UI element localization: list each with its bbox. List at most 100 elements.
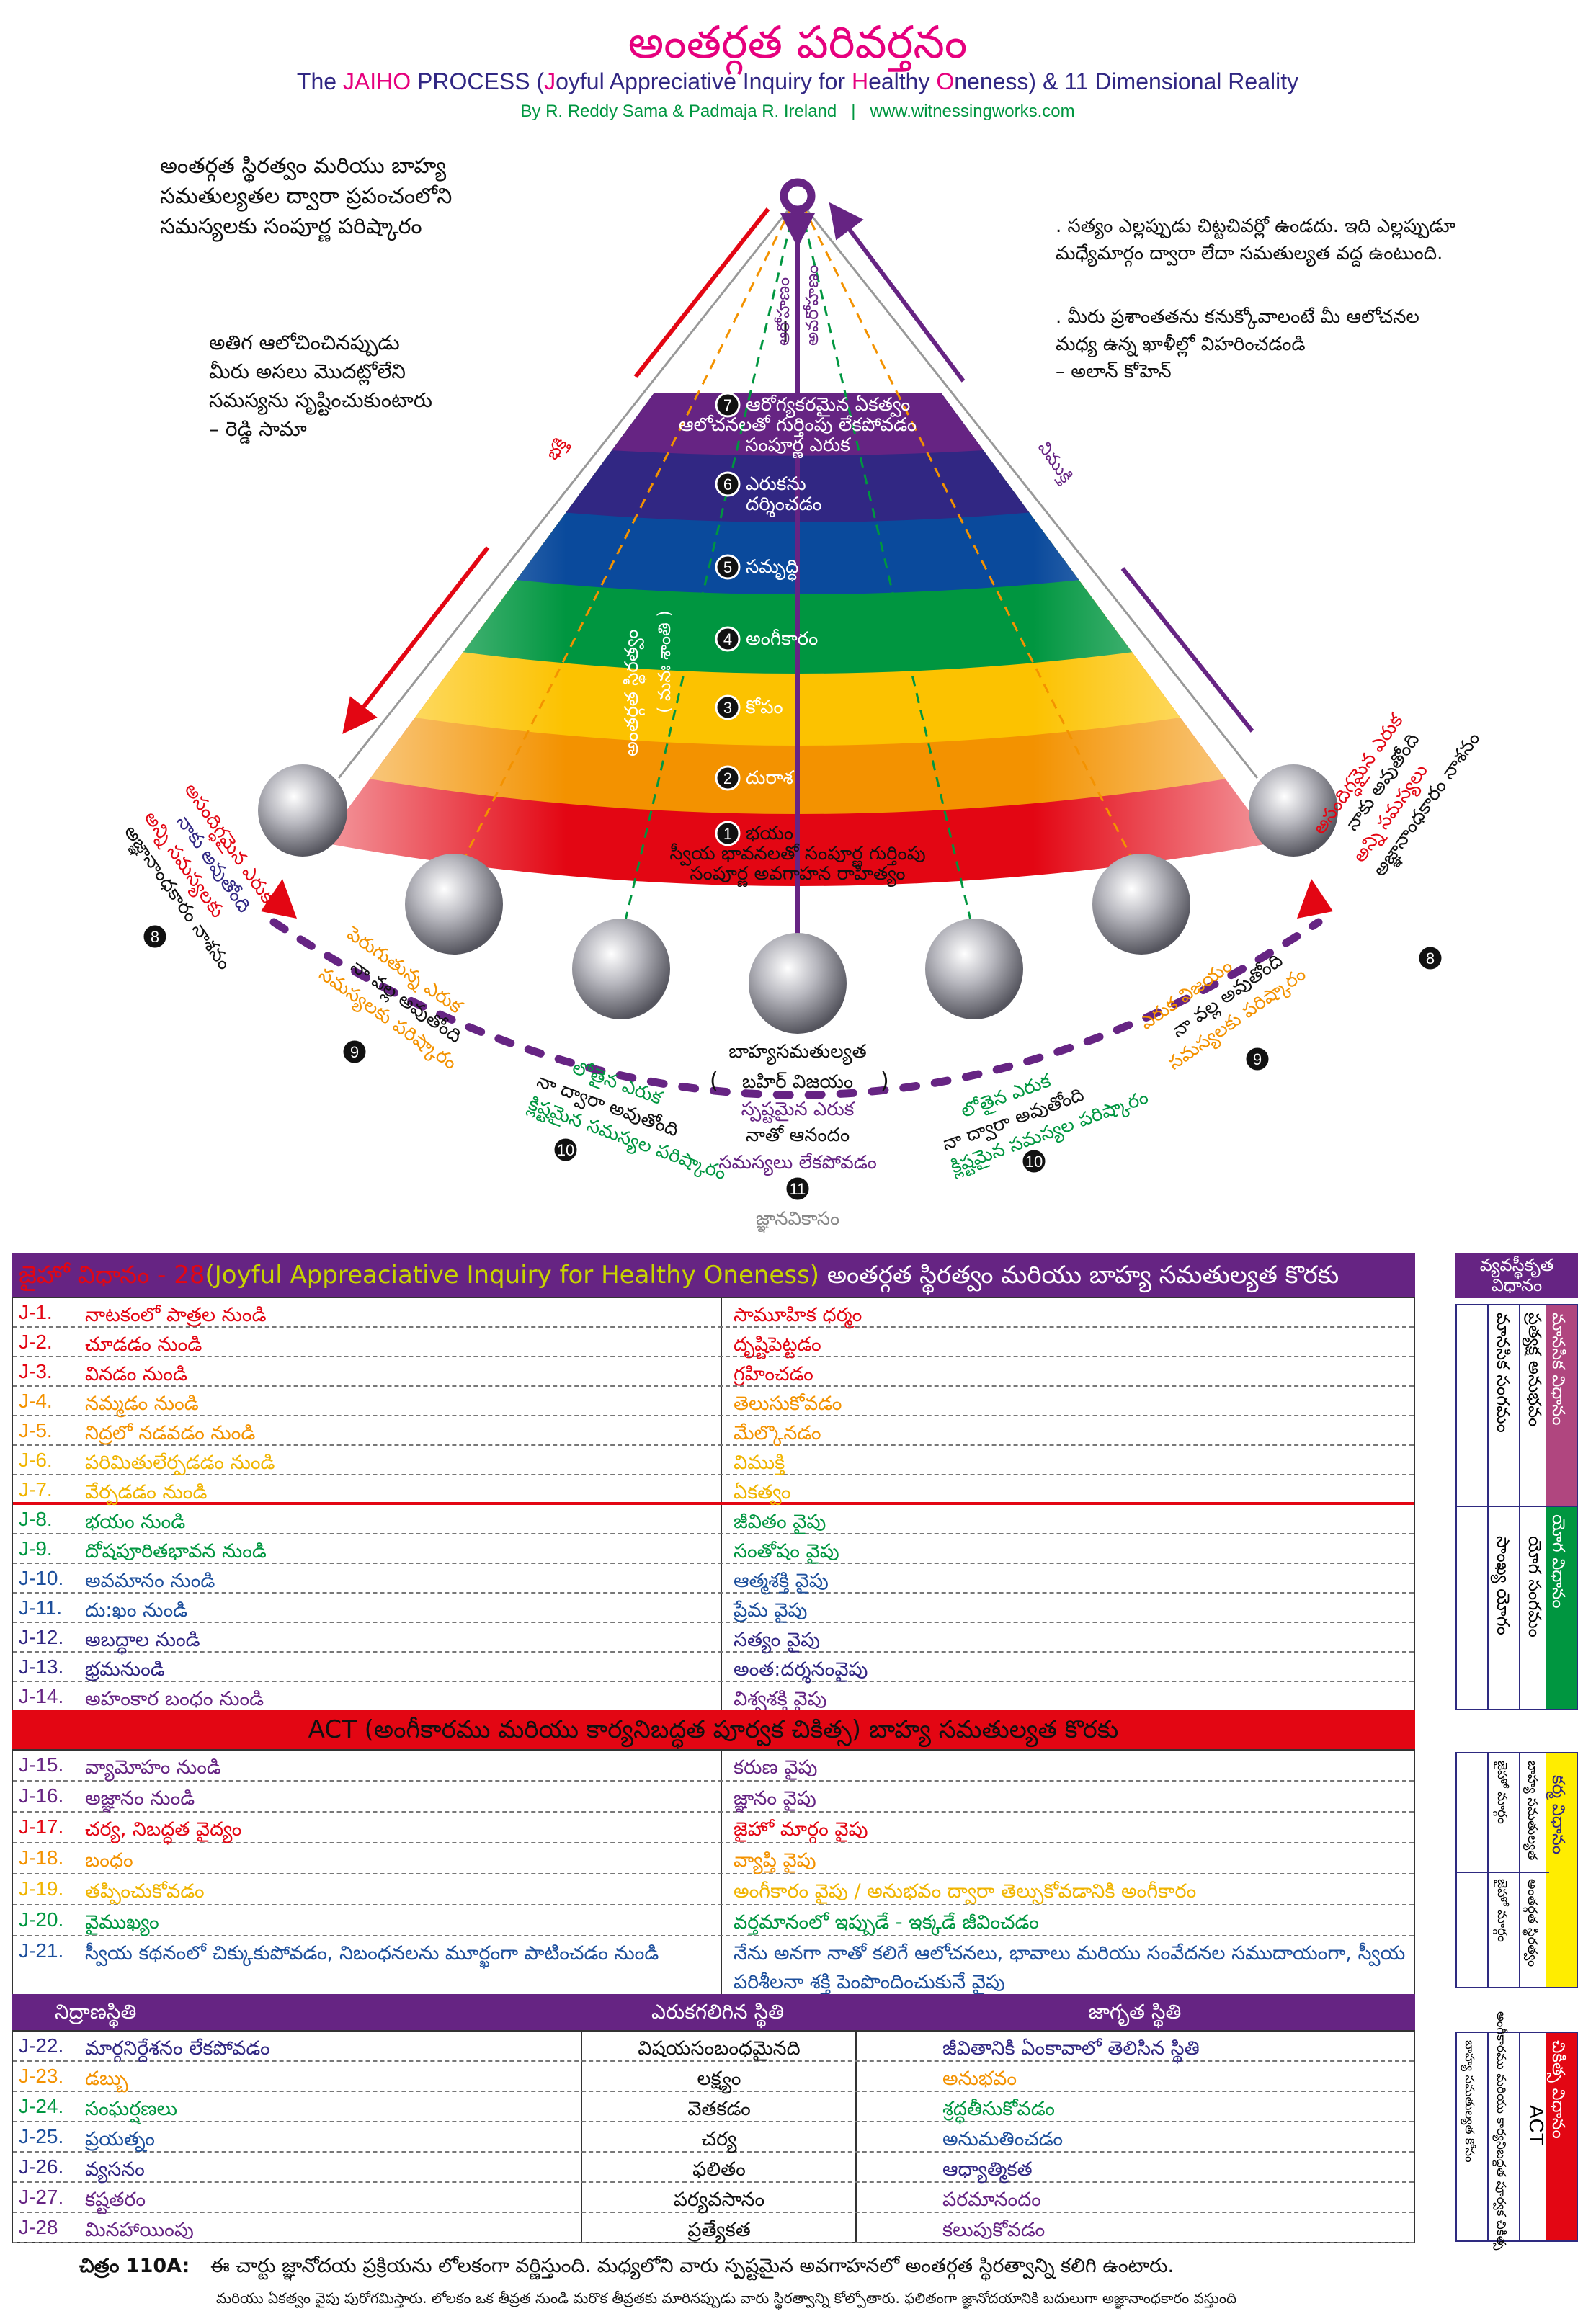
table-row: J-3.వినడం నుండిగ్రహించడం xyxy=(13,1357,1414,1387)
row-from: వినడం నుండి xyxy=(85,1363,187,1385)
row-from: భ్రమనుండి xyxy=(85,1658,165,1681)
row-code: J-1. xyxy=(19,1301,53,1323)
subtitle-jaiho: JAIHO xyxy=(343,68,411,94)
number-badge xyxy=(715,392,741,418)
row-to: సామూహిక ధర్మం xyxy=(734,1304,862,1326)
subtitle-joyful: oyful Appreciative Inquiry for xyxy=(556,68,852,94)
number-badge xyxy=(715,471,741,497)
row-aware: వెతకడం xyxy=(687,2098,751,2120)
table-row: J-1. నాటకంలో పాత్రల నుండి సామూహిక ధర్మం xyxy=(13,1298,1414,1328)
number-badge xyxy=(715,554,741,580)
number-badge-label: 9 xyxy=(1253,1050,1262,1068)
row-aware: పర్యవసానం xyxy=(673,2189,765,2211)
number-badge-label: 9 xyxy=(350,1043,359,1061)
row-to: తెలుసుకోవడం xyxy=(734,1393,842,1415)
number-badge xyxy=(552,1136,579,1163)
side-label: మానసిక సంగమం xyxy=(1493,1313,1513,1433)
website-link[interactable]: www.witnessingworks.com xyxy=(870,102,1075,121)
row-aware: ప్రత్యేకత xyxy=(687,2219,751,2241)
row-awake: ఆధ్యాత్మికత xyxy=(942,2158,1033,2181)
row-code: J-9. xyxy=(19,1537,53,1560)
row-from: అవమానం నుండి xyxy=(85,1570,215,1592)
quote-line: సమస్యను సృష్టించుకుంటారు xyxy=(209,388,432,416)
subtitle-h: H xyxy=(852,68,868,94)
row-aware: ఫలితం xyxy=(692,2158,746,2181)
row-code: J-23. xyxy=(19,2065,64,2087)
row-to: ఆత్మశక్తి వైపు xyxy=(734,1570,829,1592)
table-row: J-4.నమ్మడం నుండితెలుసుకోవడం xyxy=(13,1387,1414,1416)
table-row: J-6.పరిమితులేర్పడడం నుండివిముక్తి xyxy=(13,1446,1414,1475)
row-to: సంతోషం వైపు xyxy=(734,1540,839,1563)
caption-label: చిత్రం 110A: xyxy=(79,2255,190,2277)
byline: By R. Reddy Sama & Padmaja R. Ireland|ww… xyxy=(520,102,1074,121)
row-code: J-14. xyxy=(19,1685,64,1707)
row-code: J-17. xyxy=(19,1815,64,1838)
row-from: అజ్ఞానం నుండి xyxy=(85,1787,195,1810)
row-code: J-8. xyxy=(19,1508,53,1530)
row-from: వ్యామోహం నుండి xyxy=(85,1756,221,1779)
ball xyxy=(749,933,847,1034)
row-from: స్వీయ కథనంలో చిక్కుకుపోవడం, నిబంధనలను మూ… xyxy=(85,1942,659,1965)
row-code: J-4. xyxy=(19,1390,53,1412)
header-english: (Joyful Appreaciative Inquiry for Health… xyxy=(205,1261,820,1290)
number-badge xyxy=(1020,1148,1048,1175)
row-from: నాటకంలో పాత్రల నుండి xyxy=(85,1304,267,1326)
number-badge-label: 1 xyxy=(723,825,732,843)
row-to: ఏకత్వం xyxy=(734,1481,791,1503)
side-label: అంతర్గత స్థిరత్వం xyxy=(1525,1879,1540,1967)
row-to: జీవితం వైపు xyxy=(734,1511,826,1533)
row-code: J-19. xyxy=(19,1877,64,1900)
ball xyxy=(405,854,503,955)
side-title-mental: మానసిక విధానం xyxy=(1548,1313,1569,1426)
row-code: J-28 xyxy=(19,2216,58,2238)
level-7-text: ఆరోగ్యకరమైన ఏకత్వం xyxy=(746,394,910,419)
row-code: J-10. xyxy=(19,1567,64,1589)
purple-arrow-upper xyxy=(829,202,966,383)
subtitle: The JAIHO PROCESS (Joyful Appreciative I… xyxy=(297,68,1298,94)
purple-line-lower xyxy=(1120,567,1254,733)
apex-right-label: అవరోహణం xyxy=(802,265,822,346)
quote-line: అంతర్గత స్థిరత్వం మరియు బాహ్య xyxy=(160,153,446,184)
subtitle-j: J xyxy=(544,68,556,94)
act-table: J-15.వ్యామోహం నుండికరుణ వైపుJ-16.అజ్ఞానం… xyxy=(12,1749,1415,1997)
quote-line: సమస్యలకు సంపూర్ణ పరిష్కారం xyxy=(160,214,422,242)
row-aware: లక్ష్యం xyxy=(697,2068,741,2090)
row-from: బంధం xyxy=(85,1849,133,1872)
row-code: J-15. xyxy=(19,1753,64,1776)
row-from: వేర్పడడం నుండి xyxy=(85,1481,208,1503)
table-row: J-12.అబద్ధాల నుండిసత్యం వైపు xyxy=(13,1623,1414,1653)
row-code: J-6. xyxy=(19,1449,53,1471)
quote-mid-left: అతిగ ఆలోచించినప్పుడు మీరు అసలు మొదట్లోలే… xyxy=(209,331,432,444)
table-row: J-10. అవమానం నుండి ఆత్మశక్తి వైపు xyxy=(13,1564,1414,1594)
table-row: J-7.వేర్పడడం నుండిఏకత్వం xyxy=(13,1475,1414,1505)
number-badge-label: 4 xyxy=(723,630,732,648)
row-from: దు:ఖం నుండి xyxy=(85,1599,188,1622)
row-aware: చర్య xyxy=(701,2128,737,2150)
side-label: జైహో మార్గం xyxy=(1494,1761,1510,1824)
level-3-text: కోపం xyxy=(746,697,783,718)
row-awake: కలుపుకోవడం xyxy=(942,2219,1046,2241)
side-section-therapy: చికిత్స విధానం ACT అంగీకారము మరియు కార్య… xyxy=(1455,2011,1578,2250)
level-7-text: సంపూర్ణ ఎరుక xyxy=(745,434,851,459)
bracket-left: ( xyxy=(710,1068,718,1094)
figure-caption: చిత్రం 110A: ఈ చార్టు జ్ఞానోదయ ప్రక్రియన… xyxy=(79,2255,1174,2282)
row-code: J-5. xyxy=(19,1419,53,1442)
quote-author: – రెడ్డి సామా xyxy=(209,417,307,444)
subtitle-o: O xyxy=(936,68,954,94)
level-7-text: ఆలోచనలతో గుర్తింపు లేకపోవడం xyxy=(679,414,917,437)
side-title-therapy: చికిత్స విధానం xyxy=(1548,2040,1569,2139)
states-header-dormant: నిద్రాణస్థితి xyxy=(55,2000,137,2024)
row-code: J-24. xyxy=(19,2095,64,2117)
number-badge-label: 3 xyxy=(723,699,732,717)
table-row: J-2.చూడడం నుండిదృష్టిపెట్టడం xyxy=(13,1328,1414,1357)
left-arrow-label: భక్తి xyxy=(542,434,572,464)
row-to: నేను అనగా నాతో కలిగే ఆలోచనలు, భావాలు మరి… xyxy=(734,1942,1406,1993)
row-dormant: మార్గనిర్దేశనం లేకపోవడం xyxy=(85,2037,270,2060)
pendulum-balls xyxy=(258,764,1338,1034)
row-to: విశ్వశక్తి వైపు xyxy=(734,1688,827,1710)
arc-label-group: అసందిగ్ధమైన ఎరుకనాకు అవుతోందిఅన్ని సమస్య… xyxy=(1309,710,1487,883)
table-row: J-20.వైముఖ్యంవర్తమానంలో ఇప్పుడే - ఇక్కడే… xyxy=(13,1905,1414,1936)
center-label: బహిర్ విజయం xyxy=(742,1071,853,1093)
center-label: సమస్యలు లేకపోవడం xyxy=(718,1152,877,1176)
row-to: గ్రహించడం xyxy=(734,1363,813,1385)
